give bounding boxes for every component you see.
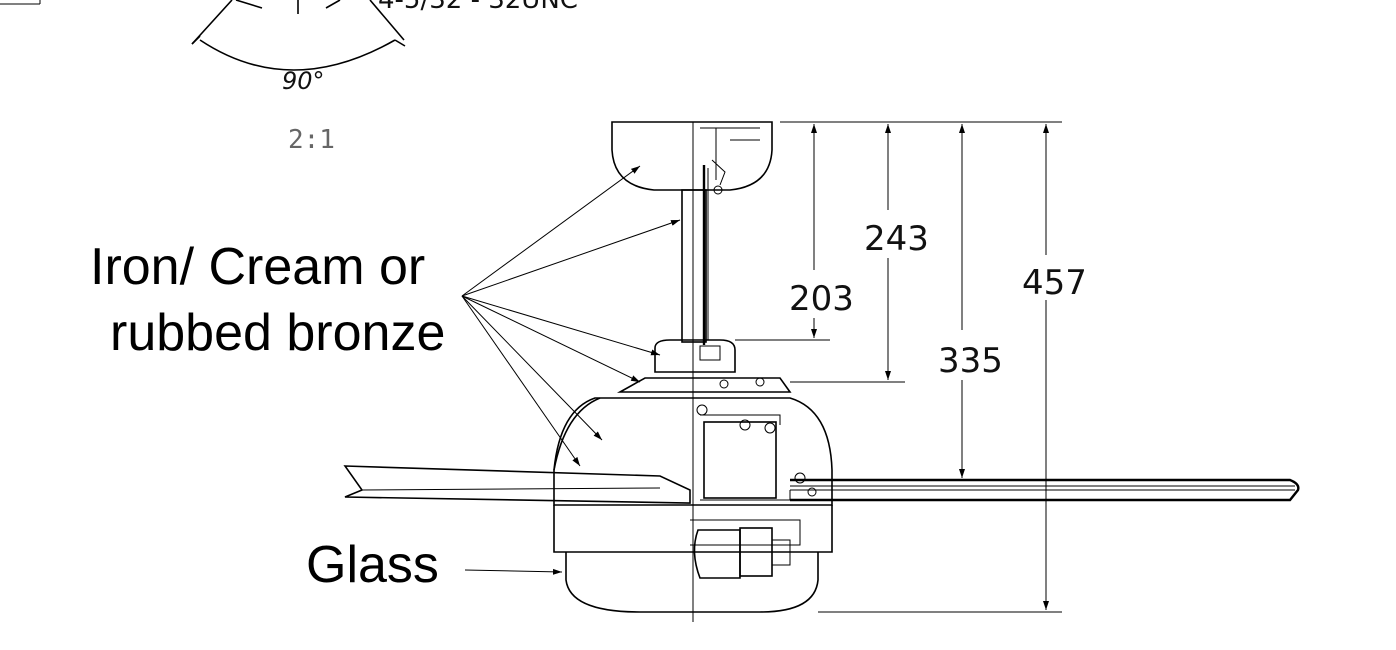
glass-callout: Glass: [306, 536, 563, 594]
thread-detail: 90° 4-5/32 - 32UNC 2:1: [0, 0, 578, 155]
blade-right: [790, 478, 1300, 502]
dim-203-label: 203: [789, 279, 854, 319]
extension-lines: [735, 121, 1062, 613]
glass-label: Glass: [306, 536, 439, 594]
dimension-203: 203: [789, 124, 854, 338]
motor-collar: [616, 339, 792, 393]
blade-left: [343, 465, 691, 504]
angle-label: 90°: [282, 67, 325, 95]
finish-label-line1: Iron/ Cream or: [90, 238, 425, 296]
scale-label: 2:1: [288, 125, 335, 155]
dimension-457: 457: [1022, 124, 1087, 610]
finish-callout: Iron/ Cream or rubbed bronze: [90, 165, 681, 467]
dim-457-label: 457: [1022, 263, 1087, 303]
dim-335-label: 335: [938, 341, 1003, 381]
finish-label-line2: rubbed bronze: [110, 304, 445, 362]
dimension-243: 243: [864, 124, 929, 380]
dimension-335: 335: [938, 124, 1003, 478]
motor-core-section: [703, 421, 777, 499]
dim-243-label: 243: [864, 219, 929, 259]
ceiling-canopy: [611, 121, 773, 191]
thread-spec-label: 4-5/32 - 32UNC: [378, 0, 578, 15]
downrod: [681, 159, 726, 345]
